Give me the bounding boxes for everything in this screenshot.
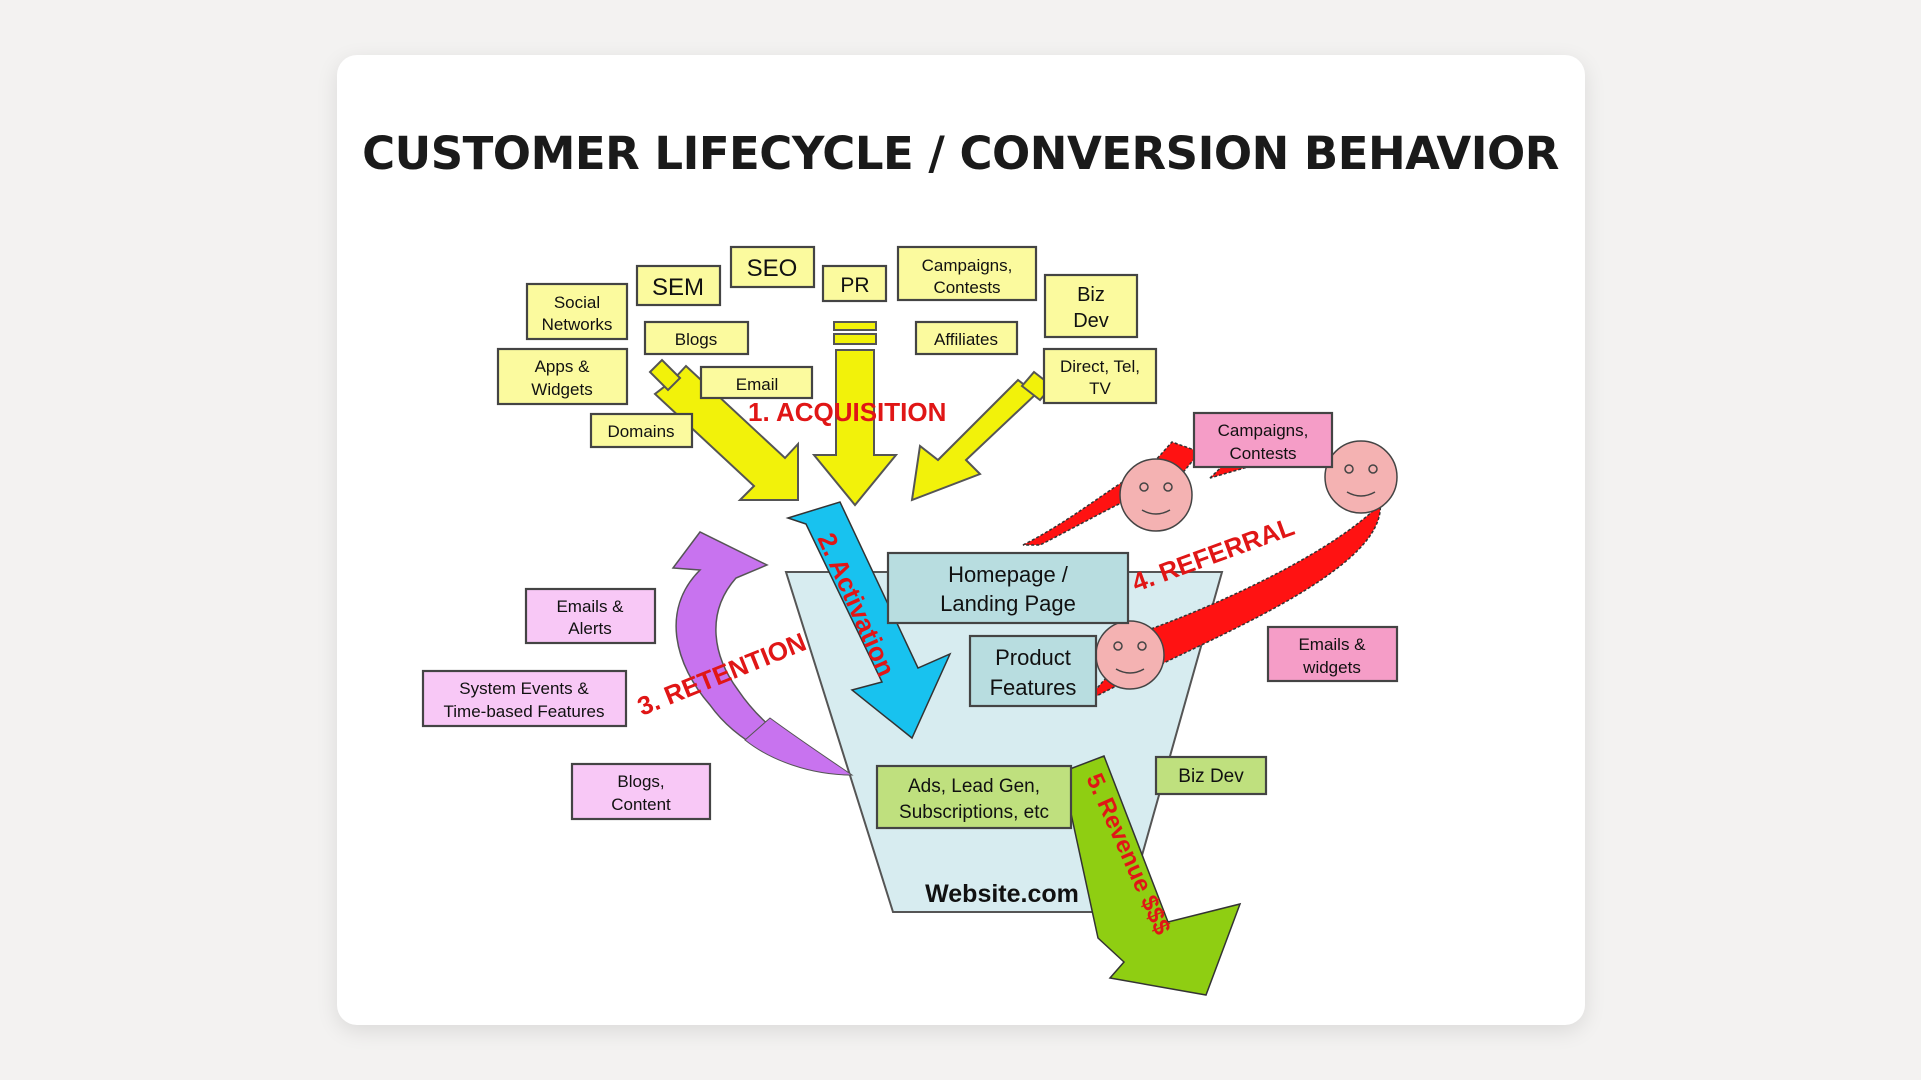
retention-system-events: System Events & Time-based Features — [421, 669, 628, 728]
svg-text:Product: Product — [995, 645, 1071, 670]
svg-text:widgets: widgets — [1302, 658, 1361, 677]
ads-lead-gen-box: Ads, Lead Gen, Subscriptions, etc — [875, 764, 1073, 830]
channel-seo: SEO — [729, 245, 816, 289]
revenue-arrow — [1061, 755, 1242, 996]
revenue-biz-dev: Biz Dev — [1154, 755, 1268, 796]
svg-text:Affiliates: Affiliates — [934, 330, 998, 349]
channel-email: Email — [699, 365, 814, 400]
svg-text:Apps &: Apps & — [535, 357, 590, 376]
page-title: CUSTOMER LIFECYCLE / CONVERSION BEHAVIOR — [362, 127, 1559, 180]
svg-text:TV: TV — [1089, 379, 1111, 398]
svg-text:SEM: SEM — [652, 274, 704, 301]
stage-acquisition-label: 1. ACQUISITION — [748, 397, 946, 427]
channel-domains: Domains — [589, 412, 694, 449]
channel-apps-widgets: Apps & Widgets — [496, 347, 629, 406]
channel-direct-tel-tv: Direct, Tel, TV — [1042, 347, 1158, 405]
svg-text:Emails &: Emails & — [1298, 635, 1366, 654]
svg-text:Domains: Domains — [607, 422, 674, 441]
channel-affiliates: Affiliates — [914, 320, 1019, 356]
svg-text:Social: Social — [554, 293, 600, 312]
smiley-face-icon — [1119, 458, 1193, 532]
svg-text:Blogs,: Blogs, — [617, 772, 664, 791]
svg-text:Biz Dev: Biz Dev — [1178, 766, 1244, 787]
retention-blogs-content: Blogs, Content — [570, 762, 712, 821]
svg-text:Homepage /: Homepage / — [948, 562, 1069, 587]
channel-blogs: Blogs — [643, 320, 750, 356]
retention-arrow-tail — [744, 717, 854, 776]
acquisition-arrow-right — [910, 370, 1054, 502]
referral-emails-widgets: Emails & widgets — [1266, 625, 1399, 683]
svg-text:PR: PR — [840, 274, 869, 297]
website-label: Website.com — [925, 880, 1079, 908]
svg-text:Dev: Dev — [1073, 310, 1109, 332]
product-features-box: Product Features — [968, 634, 1098, 708]
svg-text:Campaigns,: Campaigns, — [922, 256, 1013, 275]
svg-text:Blogs: Blogs — [675, 330, 718, 349]
svg-text:Campaigns,: Campaigns, — [1218, 421, 1309, 440]
svg-text:Biz: Biz — [1077, 284, 1105, 306]
svg-text:Content: Content — [611, 795, 671, 814]
svg-text:Widgets: Widgets — [531, 380, 592, 399]
channel-campaigns-contests: Campaigns, Contests — [896, 245, 1038, 302]
retention-emails-alerts: Emails & Alerts — [524, 587, 657, 645]
svg-text:Contests: Contests — [1229, 444, 1296, 463]
svg-text:Time-based Features: Time-based Features — [444, 702, 605, 721]
svg-text:Alerts: Alerts — [568, 619, 611, 638]
svg-text:Email: Email — [736, 375, 779, 394]
homepage-landing-page-box: Homepage / Landing Page — [886, 551, 1130, 625]
svg-text:Subscriptions, etc: Subscriptions, etc — [899, 802, 1049, 823]
svg-text:Contests: Contests — [933, 278, 1000, 297]
svg-text:Direct, Tel,: Direct, Tel, — [1060, 357, 1140, 376]
svg-text:SEO: SEO — [747, 255, 798, 282]
channel-social-networks: Social Networks — [525, 282, 629, 341]
svg-text:Landing Page: Landing Page — [940, 591, 1076, 616]
channel-pr: PR — [821, 264, 888, 303]
smiley-face-icon — [1324, 440, 1398, 514]
activation-arrow — [785, 501, 952, 740]
svg-text:System Events &: System Events & — [459, 679, 589, 698]
channel-biz-dev: Biz Dev — [1043, 273, 1139, 339]
channel-sem: SEM — [635, 264, 722, 307]
smiley-face-icon — [1095, 620, 1165, 690]
svg-text:Networks: Networks — [542, 315, 613, 334]
svg-text:Features: Features — [990, 675, 1077, 700]
svg-text:Ads, Lead Gen,: Ads, Lead Gen, — [908, 776, 1040, 797]
svg-text:Emails &: Emails & — [556, 597, 624, 616]
retention-arrow — [671, 531, 851, 776]
referral-campaigns-contests: Campaigns, Contests — [1192, 411, 1334, 469]
acquisition-arrow-center — [811, 321, 899, 507]
